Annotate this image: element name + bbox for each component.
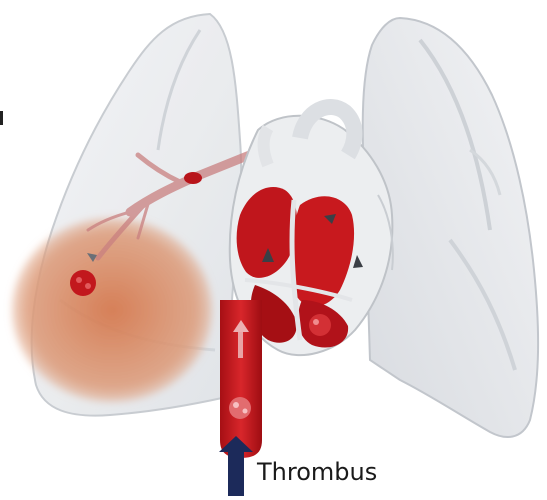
- infarct-zone: [12, 218, 212, 402]
- edge-mark: [0, 111, 3, 125]
- thrombus-arrow-shaft: [228, 448, 244, 496]
- thrombus-label: Thrombus: [257, 458, 377, 486]
- branch-clot: [184, 172, 202, 184]
- embolus: [70, 270, 96, 296]
- thrombus-clot: [229, 397, 251, 419]
